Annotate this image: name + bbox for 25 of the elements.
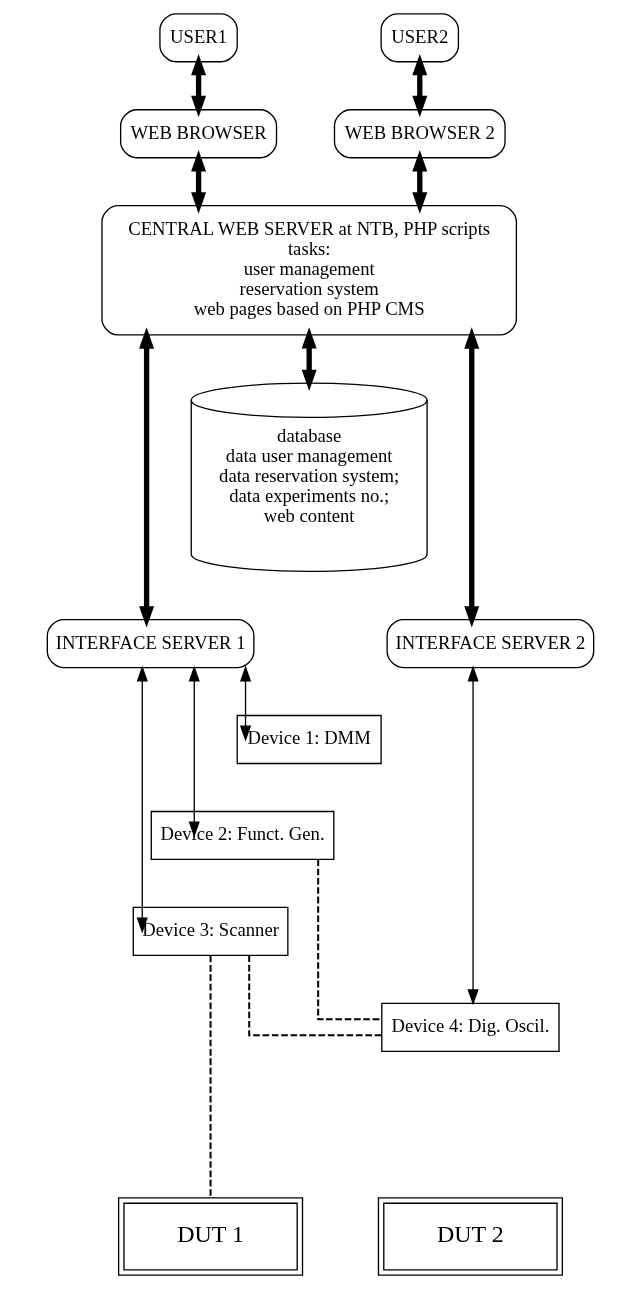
node-box: WEB BROWSER [119, 109, 277, 159]
node-box: CENTRAL WEB SERVER at NTB, PHP scripts tasks: user management reservation system web pages based on PHP CMS [100, 205, 517, 336]
connector [247, 954, 383, 1037]
arrow [466, 665, 479, 1006]
arrow [411, 53, 427, 118]
arrow [463, 327, 479, 628]
arrow [190, 53, 206, 118]
node-box: Device 3: Scanner [132, 906, 288, 957]
node-box: USER2 [379, 13, 459, 63]
node-box: WEB BROWSER 2 [333, 109, 506, 159]
node-box: DUT 2 [377, 1197, 563, 1276]
arrow [138, 327, 154, 628]
arrow [411, 150, 427, 214]
arrow [239, 665, 251, 742]
arrow [188, 665, 200, 838]
node-box: INTERFACE SERVER 2 [385, 618, 594, 669]
arrow [301, 327, 317, 392]
arrow [190, 150, 206, 214]
connector [316, 858, 382, 1021]
node-box: INTERFACE SERVER 1 [46, 618, 255, 669]
node-box: Device 4: Dig. Oscil. [380, 1002, 560, 1052]
arrow [136, 665, 148, 934]
node-box: DUT 1 [117, 1197, 303, 1276]
node-box: USER1 [158, 13, 238, 63]
connector [209, 954, 212, 1199]
